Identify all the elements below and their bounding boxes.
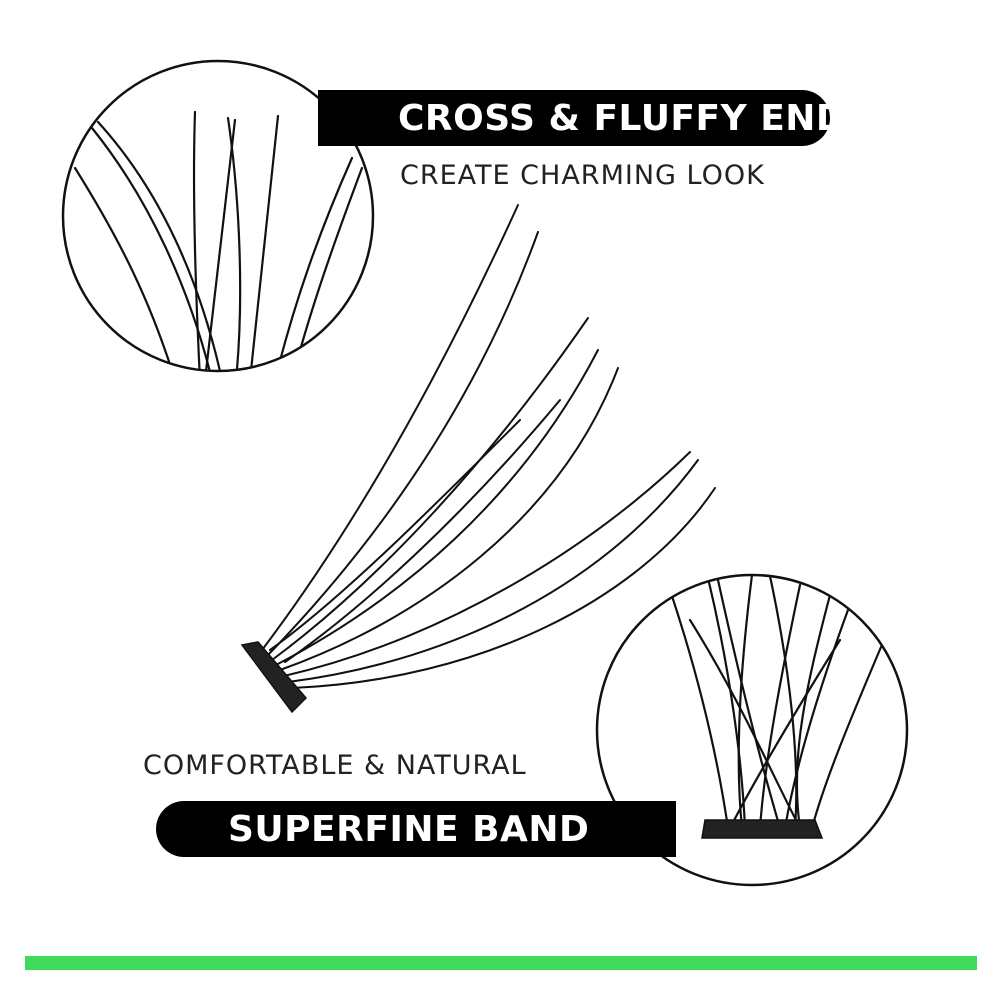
headline-bottom-text: SUPERFINE BAND [228,808,590,850]
lash-strand [267,231,539,656]
lash-strand [283,451,691,677]
lash-strand [248,114,280,371]
lash-strand [287,459,699,683]
lash-strand [737,575,754,830]
subline-bottom-text: COMFORTABLE & NATURAL [143,750,527,781]
zoom-circle-fluffy-end [61,59,375,373]
headline-bottom-banner: SUPERFINE BAND [156,801,676,857]
lash-strand [269,419,521,651]
headline-top-text: CROSS & FLUFFY END [398,97,847,139]
lash-strand [716,578,782,830]
band-base [701,819,824,839]
lash-strand [271,317,589,661]
lash-strand [96,120,224,371]
lash-strand [795,593,832,830]
headline-top-banner: CROSS & FLUFFY END [318,90,846,146]
subline-top-text: CREATE CHARMING LOOK [400,160,765,191]
lash-strand [768,575,798,830]
lash-band [240,641,308,714]
lash-strand [291,487,716,689]
lash-strand [275,349,599,666]
lash-strand [284,399,561,663]
zoom-circle-superfine-band [595,573,909,887]
lash-strand [688,618,802,830]
lash-strand [758,583,802,830]
lash-strand [290,166,364,371]
lash-strand [810,638,886,830]
lash-strand [192,110,202,371]
lash-strand [90,126,214,371]
lash-strand [203,118,237,371]
lash-strand [279,367,619,671]
lash-strand [73,166,177,371]
lash-strand [261,204,519,651]
accent-bar [25,956,977,970]
lash-cluster [240,204,716,714]
lash-strand [728,638,842,830]
lash-strand [668,588,730,830]
lash-strand [273,156,354,371]
